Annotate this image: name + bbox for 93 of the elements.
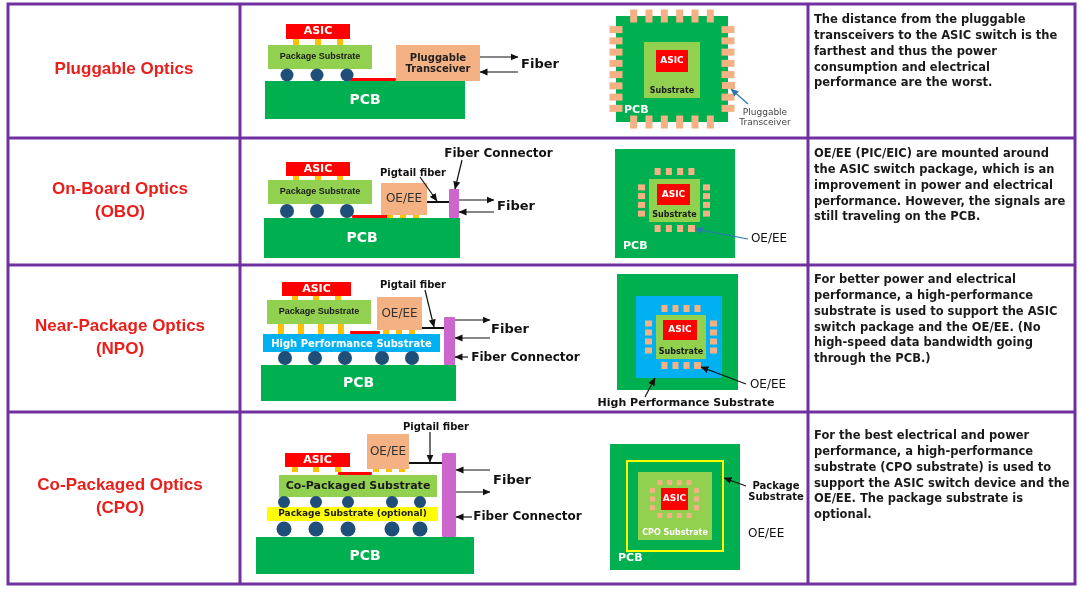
leader-line <box>455 513 473 521</box>
trace-line <box>350 78 396 81</box>
substrate-square <box>644 42 700 98</box>
pcb-board: PCB <box>264 218 460 258</box>
leader-line <box>426 431 434 463</box>
package-substrate: Package Substrate <box>268 180 372 204</box>
substrate-layer: Co-Packaged Substrate <box>279 475 437 497</box>
substrate-label: Substrate <box>648 87 696 96</box>
pad <box>688 225 695 232</box>
asic-chip: ASIC <box>663 320 697 340</box>
part-label: Pigtail fiber <box>402 421 470 432</box>
package-substrate: Package Substrate <box>267 300 371 324</box>
part-label: Fiber Connector <box>468 351 583 364</box>
substrate-square <box>656 315 706 359</box>
substrate-square <box>649 179 700 222</box>
board-label: PCB <box>624 103 649 116</box>
trace-line <box>338 472 372 475</box>
row-title: On-Board Optics (OBO) <box>51 178 189 223</box>
substrate-layer: High Performance Substrate <box>263 334 440 352</box>
asic-chip: ASIC <box>285 453 350 467</box>
arrow <box>479 53 519 61</box>
part-label: Pigtail fiber <box>379 279 447 290</box>
fiber-label: Fiber <box>490 464 534 496</box>
row-title: Pluggable Optics <box>53 58 195 80</box>
board-label: PCB <box>623 239 648 252</box>
row-title: Near-Package Optics (NPO) <box>33 315 207 360</box>
substrate-square <box>638 472 712 540</box>
part-label: High Performance Substrate <box>594 397 778 410</box>
part-label: Package Substrate <box>746 478 806 504</box>
substrate-label: CPO Substrate <box>641 529 709 538</box>
arrow <box>455 466 491 474</box>
leader-line <box>723 477 747 487</box>
leader-line <box>730 88 749 105</box>
asic-chip: ASIC <box>282 282 351 296</box>
pcb-board: PCB <box>265 81 465 119</box>
transceiver-module: Pluggable Transceiver <box>396 45 480 81</box>
substrate-layer: Package Substrate (optional) <box>267 507 438 521</box>
substrate-label: Substrate <box>657 348 705 357</box>
fiber-label: Fiber <box>494 194 538 218</box>
asic-chip: ASIC <box>657 184 690 205</box>
leader-line <box>419 176 438 202</box>
pcb-board <box>610 444 740 570</box>
part-label: Pluggable Transceiver <box>734 104 796 132</box>
arrow <box>479 68 519 76</box>
fiber-connector <box>444 317 455 365</box>
arrow <box>454 316 491 324</box>
arrow <box>454 334 491 342</box>
pcb-board: PCB <box>256 537 474 574</box>
pad <box>694 362 701 369</box>
fiber-connector <box>449 189 459 218</box>
fiber-line <box>422 327 444 329</box>
fiber-connector <box>442 453 456 537</box>
asic-chip: ASIC <box>661 488 688 510</box>
board-label: PCB <box>618 551 643 564</box>
asic-chip: ASIC <box>656 50 688 72</box>
substrate-label: Substrate <box>651 211 698 220</box>
description-text: The distance from the pluggable transceivers to the ASIC switch is the farthest and thus the power consumption and electrical performance are the worst. <box>814 12 1059 92</box>
trace-line <box>350 331 380 334</box>
part-label: OE/EE <box>748 232 790 246</box>
package-substrate: Package Substrate <box>268 45 372 69</box>
pcb-board: PCB <box>261 365 456 401</box>
part-label: OE/EE <box>748 526 786 540</box>
fiber-line <box>427 201 449 203</box>
description-text: OE/EE (PIC/EIC) are mounted around the ASIC switch package, which is an improvement in power and electrical performance. However, the signals are still traveling on the PCB. <box>814 146 1067 226</box>
pcb-board <box>615 149 735 258</box>
part-label: Fiber Connector <box>472 511 583 523</box>
fiber-line <box>409 462 442 464</box>
oe-ee-chip: OE/EE <box>381 183 427 215</box>
leader-line <box>644 377 656 398</box>
oe-ee-chip: OE/EE <box>367 434 409 469</box>
description-text: For the best electrical and power performance, a high-performance substrate (CPO substrate) is used to support the ASIC switch device and the OE/EE. The package substrate is optional. <box>814 428 1071 524</box>
pcb-board <box>617 274 738 390</box>
substrate-square <box>636 296 722 378</box>
arrow <box>455 488 491 496</box>
arrow <box>458 208 495 216</box>
substrate-outline <box>626 460 724 552</box>
row-title: Co-Packaged Optics (CPO) <box>36 474 204 519</box>
leader-line <box>454 353 469 361</box>
arrow <box>458 196 495 204</box>
oe-ee-chip: OE/EE <box>377 297 422 330</box>
asic-chip: ASIC <box>286 162 350 176</box>
description-text: For better power and electrical performance, a high-performance substrate is used to support the ASIC switch package and the OE/EE. (No high-speed data bandwidth going through the PCB.) <box>814 272 1059 368</box>
asic-chip: ASIC <box>286 24 350 39</box>
fiber-label: Fiber <box>490 314 530 344</box>
leader-line <box>424 289 436 328</box>
part-label: OE/EE <box>746 378 790 391</box>
trace-line <box>352 215 388 218</box>
pad <box>722 82 735 89</box>
leader-line <box>694 226 749 240</box>
leader-line <box>453 159 463 190</box>
part-label: Pigtail fiber <box>379 167 447 177</box>
part-label: Fiber Connector <box>442 147 555 160</box>
fiber-label: Fiber <box>518 50 562 78</box>
